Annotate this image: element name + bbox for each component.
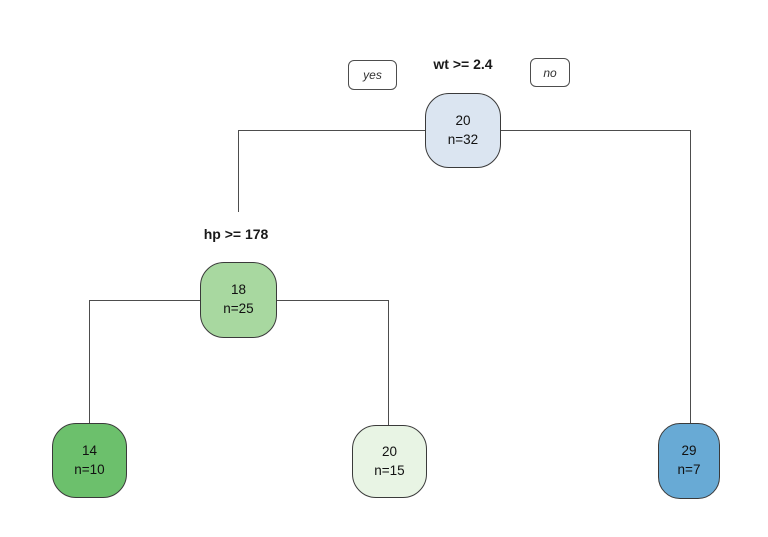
split-label-root: wt >= 2.4 [433, 56, 493, 72]
node-internal: 18 n=25 [200, 262, 277, 338]
node-leaf-middle-value: 20 [381, 443, 398, 459]
node-root-value: 20 [455, 112, 471, 128]
node-leaf-right: 29 n=7 [658, 423, 720, 499]
edge-internal-left-vertical [89, 300, 90, 423]
branch-label-yes: yes [348, 60, 397, 90]
split-label-internal: hp >= 178 [203, 226, 269, 242]
node-leaf-middle: 20 n=15 [352, 425, 427, 498]
node-leaf-right-value: 29 [681, 443, 697, 459]
node-leaf-left-value: 14 [81, 442, 98, 458]
node-leaf-middle-n: n=15 [374, 462, 405, 478]
edge-root-left-vertical [238, 130, 239, 212]
branch-label-no: no [530, 58, 570, 87]
node-leaf-right-n: n=7 [677, 462, 701, 477]
node-leaf-left: 14 n=10 [52, 423, 127, 498]
edge-internal-right-vertical [388, 300, 389, 425]
node-leaf-left-n: n=10 [74, 461, 105, 477]
node-root-n: n=32 [447, 131, 479, 147]
node-root: 20 n=32 [425, 93, 501, 168]
branch-label-yes-text: yes [363, 68, 382, 82]
edge-root-right-vertical [690, 130, 691, 423]
node-internal-value: 18 [230, 282, 247, 298]
branch-label-no-text: no [543, 65, 557, 80]
node-internal-n: n=25 [223, 301, 254, 316]
